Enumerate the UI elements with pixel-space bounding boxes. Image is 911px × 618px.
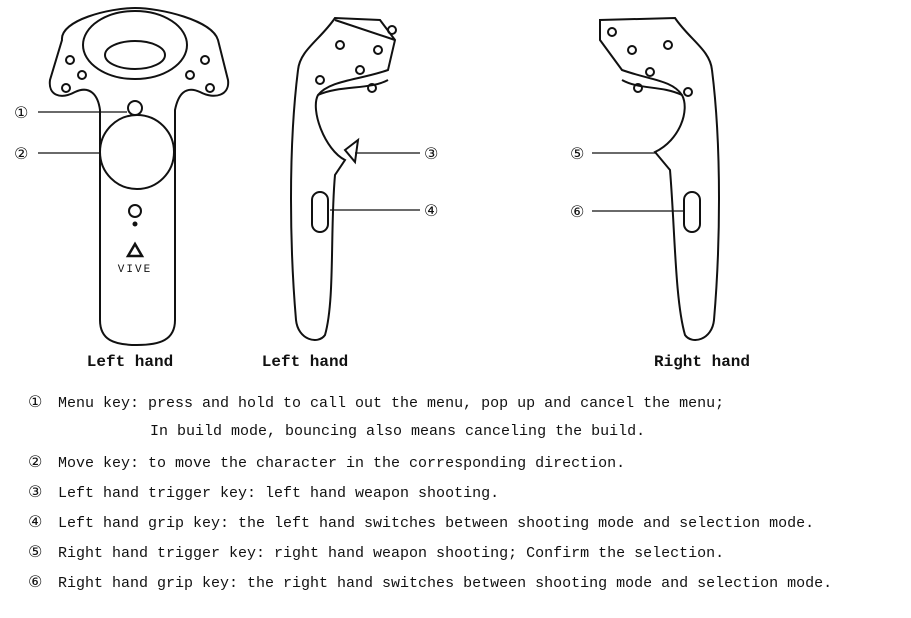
caption-left-side: Left hand — [262, 353, 348, 371]
menu-button — [127, 100, 143, 116]
legend-num: ① — [28, 392, 43, 411]
legend-item-2: ② Move key: to move the character in the … — [28, 452, 625, 472]
callout-2: ② — [14, 144, 28, 163]
left-side-controller — [290, 16, 397, 341]
vive-logo-text: VIVE — [118, 264, 152, 276]
callout-5: ⑤ — [570, 144, 584, 163]
legend-text: In build mode, bouncing also means cance… — [150, 423, 646, 440]
legend-item-5: ⑤ Right hand trigger key: right hand weap… — [28, 542, 724, 562]
legend-text: Move key: to move the character in the c… — [58, 455, 626, 472]
legend-text: Right hand grip key: the right hand swit… — [58, 575, 833, 592]
caption-right-side: Right hand — [654, 353, 750, 371]
legend-text: Menu key: press and hold to call out the… — [58, 395, 725, 412]
callout-1: ① — [14, 103, 28, 122]
system-button — [128, 204, 142, 218]
legend-item-1-cont: In build mode, bouncing also means cance… — [150, 422, 645, 442]
callout-6: ⑥ — [570, 202, 584, 221]
callout-4: ④ — [424, 201, 438, 220]
legend-item-3: ③ Left hand trigger key: left hand weapon… — [28, 482, 499, 502]
legend-text: Left hand grip key: the left hand switch… — [58, 515, 815, 532]
legend-num: ③ — [28, 482, 43, 501]
touchpad — [99, 114, 175, 190]
right-grip-button — [683, 191, 701, 233]
vive-logo-icon — [125, 241, 145, 258]
callout-lines — [38, 111, 683, 212]
legend-item-6: ⑥ Right hand grip key: the right hand swi… — [28, 572, 832, 592]
legend-text: Right hand trigger key: right hand weapo… — [58, 545, 725, 562]
caption-left-front: Left hand — [87, 353, 173, 371]
legend-num: ④ — [28, 512, 43, 531]
legend-num: ⑤ — [28, 542, 43, 561]
legend-num: ⑥ — [28, 572, 43, 591]
right-side-controller — [599, 16, 720, 341]
front-controller: VIVE — [48, 6, 230, 347]
legend-item-1: ① Menu key: press and hold to call out th… — [28, 392, 724, 412]
legend-item-4: ④ Left hand grip key: the left hand switc… — [28, 512, 814, 532]
legend-num: ② — [28, 452, 43, 471]
legend-text: Left hand trigger key: left hand weapon … — [58, 485, 500, 502]
callout-3: ③ — [424, 144, 438, 163]
left-grip-button — [311, 191, 329, 233]
